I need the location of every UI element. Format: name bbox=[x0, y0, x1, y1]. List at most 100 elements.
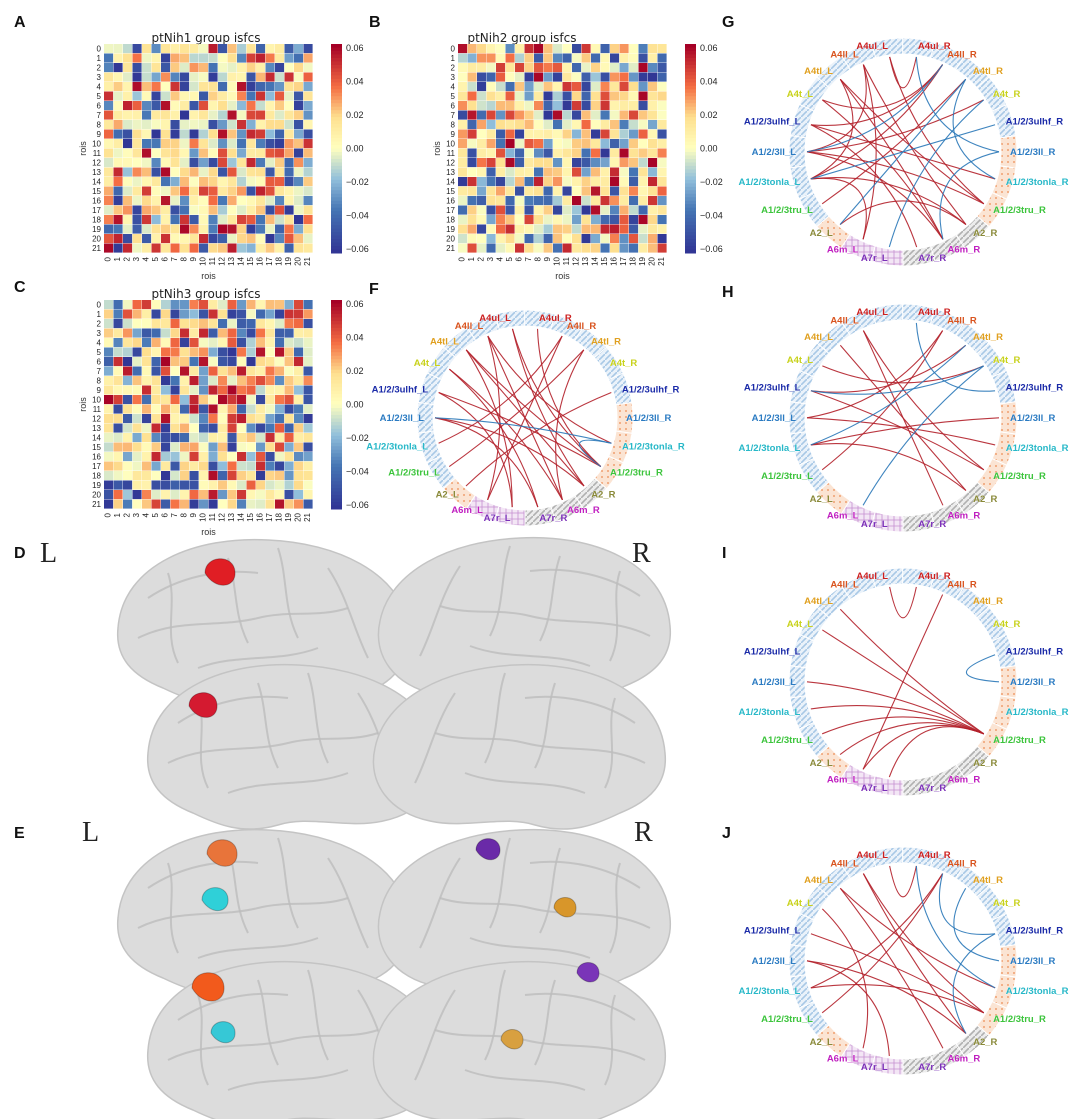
heatmap-cell bbox=[303, 148, 313, 158]
ring-node-label: A4ul_R bbox=[918, 307, 951, 318]
heatmap-cell bbox=[123, 461, 133, 471]
colorbar-segment bbox=[685, 57, 696, 62]
heatmap-cell bbox=[113, 63, 123, 73]
heatmap-cell bbox=[284, 205, 294, 215]
ring-node-label: A1/2/3ulhf_L bbox=[744, 383, 801, 394]
heatmap-cell bbox=[638, 196, 648, 206]
heatmap-cell bbox=[246, 300, 256, 310]
x-tick-label: 19 bbox=[284, 256, 293, 265]
heatmap-cell bbox=[123, 82, 133, 92]
heatmap-cell bbox=[113, 158, 123, 168]
heatmap-cell bbox=[218, 243, 228, 253]
heatmap-cell bbox=[534, 139, 544, 149]
heatmap-cell bbox=[151, 404, 161, 414]
heatmap-cell bbox=[237, 148, 247, 158]
heatmap-cell bbox=[246, 215, 256, 225]
heatmap-cell bbox=[256, 414, 266, 424]
heatmap-cell bbox=[629, 196, 639, 206]
heatmap-cell bbox=[477, 224, 487, 234]
ring-segment bbox=[991, 165, 1017, 200]
heatmap-cell bbox=[208, 243, 218, 253]
panel-label-a: A bbox=[14, 14, 26, 31]
heatmap-cell bbox=[218, 215, 228, 225]
colorbar-segment bbox=[685, 89, 696, 94]
colorbar-segment bbox=[331, 324, 342, 329]
heatmap-cell bbox=[284, 357, 294, 367]
ring-node-label: A4ll_R bbox=[947, 50, 977, 61]
heatmap-cell bbox=[189, 158, 199, 168]
x-tick-label: 3 bbox=[486, 256, 495, 261]
brain-sulcus bbox=[307, 672, 329, 764]
heatmap-cell bbox=[600, 158, 610, 168]
connection-positive bbox=[810, 176, 967, 225]
connection-positive bbox=[434, 417, 539, 508]
ring-segment bbox=[870, 775, 904, 797]
heatmap-cell bbox=[199, 328, 209, 338]
heatmap-cell bbox=[505, 215, 515, 225]
ring-segment bbox=[929, 41, 966, 71]
connection-positive bbox=[889, 56, 985, 205]
heatmap-cell bbox=[161, 234, 171, 244]
colorbar-segment bbox=[685, 103, 696, 108]
heatmap-cell bbox=[638, 167, 648, 177]
heatmap-cell bbox=[284, 215, 294, 225]
heatmap-cell bbox=[180, 110, 190, 120]
heatmap-cell bbox=[657, 53, 667, 63]
x-tick-label: 17 bbox=[265, 512, 274, 521]
x-tick-label: 15 bbox=[246, 512, 255, 521]
heatmap-cell bbox=[562, 158, 572, 168]
heatmap-cell bbox=[218, 234, 228, 244]
heatmap-cell bbox=[619, 158, 629, 168]
y-tick-label: 9 bbox=[451, 130, 456, 139]
ring-node-label: A7r_R bbox=[918, 519, 946, 530]
ring-segment bbox=[789, 103, 815, 139]
heatmap-cell bbox=[227, 177, 237, 187]
heatmap-cell bbox=[486, 158, 496, 168]
ring-node-label: A4tl_R bbox=[973, 66, 1003, 77]
ring-segment bbox=[574, 477, 608, 510]
y-tick-label: 2 bbox=[451, 63, 456, 72]
heatmap-cell bbox=[189, 167, 199, 177]
heatmap-cell bbox=[170, 338, 180, 348]
heatmap-cell bbox=[657, 158, 667, 168]
ring-segment bbox=[798, 457, 830, 494]
connection-positive bbox=[487, 335, 501, 501]
heatmap-cell bbox=[227, 461, 237, 471]
heatmap-cell bbox=[256, 101, 266, 111]
heatmap-cell bbox=[294, 215, 304, 225]
heatmap-cell bbox=[189, 499, 199, 509]
heatmap-cell bbox=[534, 243, 544, 253]
heatmap-cell bbox=[648, 63, 658, 73]
heatmap-cell bbox=[218, 91, 228, 101]
colorbar-segment bbox=[331, 456, 342, 461]
heatmap-cell bbox=[189, 319, 199, 329]
heatmap-cell bbox=[303, 186, 313, 196]
ring-node-label: A7r_L bbox=[861, 783, 888, 794]
ring-node-label: A1/2/3ll_R bbox=[626, 413, 672, 424]
heatmap-cell bbox=[657, 196, 667, 206]
ring-segment bbox=[816, 1024, 851, 1058]
heatmap-cell bbox=[132, 480, 142, 490]
x-tick-label: 4 bbox=[142, 256, 151, 261]
heatmap-cell bbox=[303, 82, 313, 92]
heatmap-cell bbox=[303, 452, 313, 462]
heatmap-cell bbox=[553, 139, 563, 149]
heatmap-cell bbox=[486, 72, 496, 82]
heatmap-cell bbox=[477, 196, 487, 206]
colorbar-segment bbox=[685, 165, 696, 170]
heatmap-cell bbox=[170, 357, 180, 367]
heatmap-cell bbox=[458, 196, 468, 206]
heatmap-cell bbox=[610, 44, 620, 54]
heatmap-cell bbox=[477, 101, 487, 111]
colorbar-segment bbox=[331, 488, 342, 493]
colorbar-segment bbox=[331, 71, 342, 76]
heatmap-cell bbox=[648, 53, 658, 63]
heatmap-cell bbox=[113, 499, 123, 509]
colorbar-tick-label: 0.04 bbox=[346, 333, 364, 343]
ring-node-label: A4tl_L bbox=[804, 875, 833, 886]
connectogram-f: A4ul_LA4ll_LA4tl_LA4t_LA1/2/3ulhf_LA1/2/… bbox=[366, 309, 685, 527]
heatmap-cell bbox=[275, 395, 285, 405]
colorbar-segment bbox=[331, 92, 342, 97]
colorbar-segment bbox=[331, 127, 342, 132]
